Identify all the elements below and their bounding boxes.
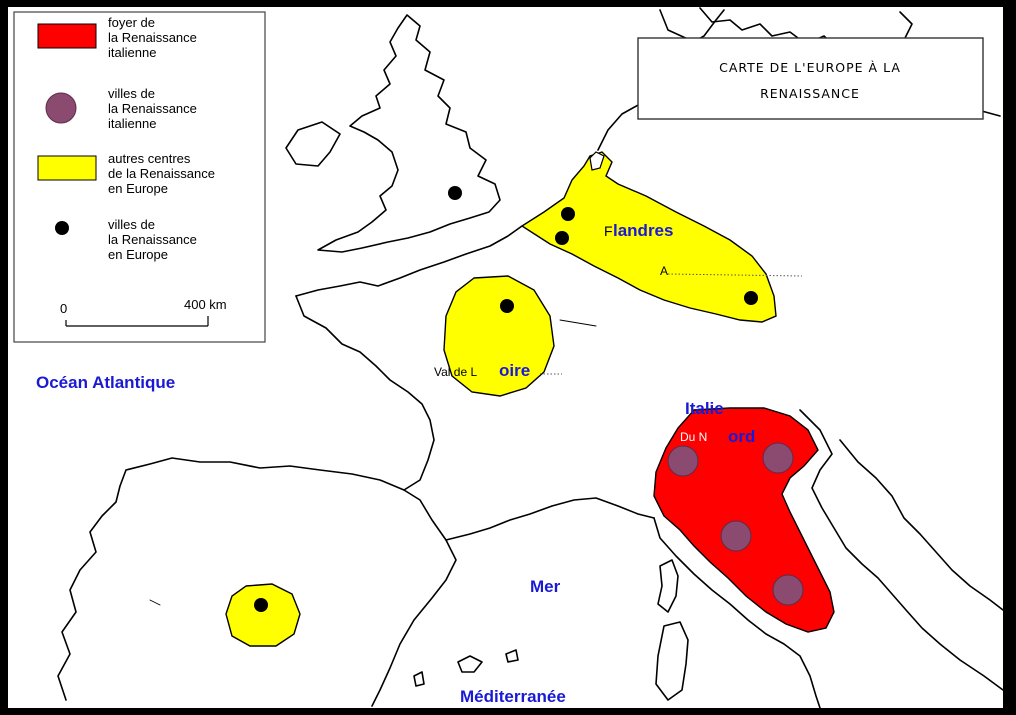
legend-villes-eu-l1: villes de	[108, 217, 155, 232]
flandres-dotted-line	[667, 273, 803, 277]
legend-swatch-autres-centres	[37, 155, 97, 181]
coast-italy-west	[653, 517, 821, 709]
coast-ireland	[285, 121, 341, 167]
coast-great-britain	[317, 14, 501, 253]
city-madrid-dot	[254, 598, 268, 612]
legend-villes-it-l1: villes de	[108, 86, 155, 101]
coast-france-north	[295, 225, 523, 297]
legend-villes-eu-l2: la Renaissance	[108, 232, 197, 247]
coast-corsica	[657, 559, 679, 613]
label-flandres-hint: A	[660, 264, 668, 278]
label-loire-prefix: Val de L	[434, 365, 477, 379]
legend-foyer-l2: la Renaissance	[108, 30, 197, 45]
coast-balkans	[839, 439, 1004, 611]
title-box-frame	[637, 37, 984, 120]
scale-end-label: 400 km	[184, 297, 227, 312]
coast-italy-east	[799, 409, 1004, 691]
city-venise-dot	[762, 442, 794, 474]
legend-swatch-villes-europe	[55, 221, 69, 235]
legend-autres-l1: autres centres	[108, 151, 191, 166]
legend-foyer-l1: foyer de	[108, 15, 155, 30]
river-trace-1	[149, 599, 161, 606]
city-florence-dot	[720, 520, 752, 552]
city-cologne-dot	[744, 291, 758, 305]
river-trace-2	[559, 319, 597, 327]
city-bruges-dot	[561, 207, 575, 221]
coast-iberia-north	[57, 457, 405, 701]
legend-swatch-foyer	[37, 23, 97, 49]
title-box: CARTE DE L'EUROPE À LA RENAISSANCE	[637, 37, 984, 120]
label-mediterranee: Méditerranée	[460, 687, 566, 706]
label-flandres-prefix: F	[604, 223, 613, 239]
city-rome-dot	[772, 574, 804, 606]
legend-villes-it-l3: italienne	[108, 116, 156, 131]
coastlines	[57, 7, 1004, 709]
scale-start-label: 0	[60, 301, 67, 316]
legend-autres-l2: de la Renaissance	[108, 166, 215, 181]
legend: foyer de la Renaissance italienne villes…	[13, 11, 266, 343]
legend-swatch-villes-italiennes	[45, 92, 77, 124]
region-val-de-loire	[443, 275, 555, 397]
legend-foyer-l3: italienne	[108, 45, 156, 60]
title-line-1: CARTE DE L'EUROPE À LA	[719, 60, 901, 75]
coast-balearics-3	[413, 671, 425, 687]
coast-france-west	[295, 295, 435, 491]
flandres-notch	[589, 151, 605, 171]
label-mer: Mer	[530, 577, 561, 596]
city-loire-dot	[500, 299, 514, 313]
label-nord-prefix: Du N	[680, 430, 707, 444]
coast-france-south	[445, 497, 655, 541]
label-flandres: landres	[613, 221, 673, 240]
coast-sardinia	[655, 621, 689, 701]
city-london-dot	[448, 186, 462, 200]
coast-balearics-2	[505, 649, 519, 663]
city-milan-dot	[667, 445, 699, 477]
label-loire: oire	[499, 361, 530, 380]
cities-italie	[667, 442, 804, 606]
legend-villes-it-l2: la Renaissance	[108, 101, 197, 116]
label-ocean-atlantique: Océan Atlantique	[36, 373, 175, 392]
region-flandres	[520, 151, 777, 323]
label-nord: ord	[728, 427, 755, 446]
coast-iberia-east	[371, 489, 457, 707]
legend-villes-eu-l3: en Europe	[108, 247, 168, 262]
title-line-2: RENAISSANCE	[760, 86, 860, 101]
coast-balearics	[457, 655, 483, 673]
region-espagne	[225, 583, 301, 647]
legend-autres-l3: en Europe	[108, 181, 168, 196]
label-italie: Italie	[685, 399, 724, 418]
city-gand-dot	[555, 231, 569, 245]
cities-europe	[254, 186, 758, 612]
